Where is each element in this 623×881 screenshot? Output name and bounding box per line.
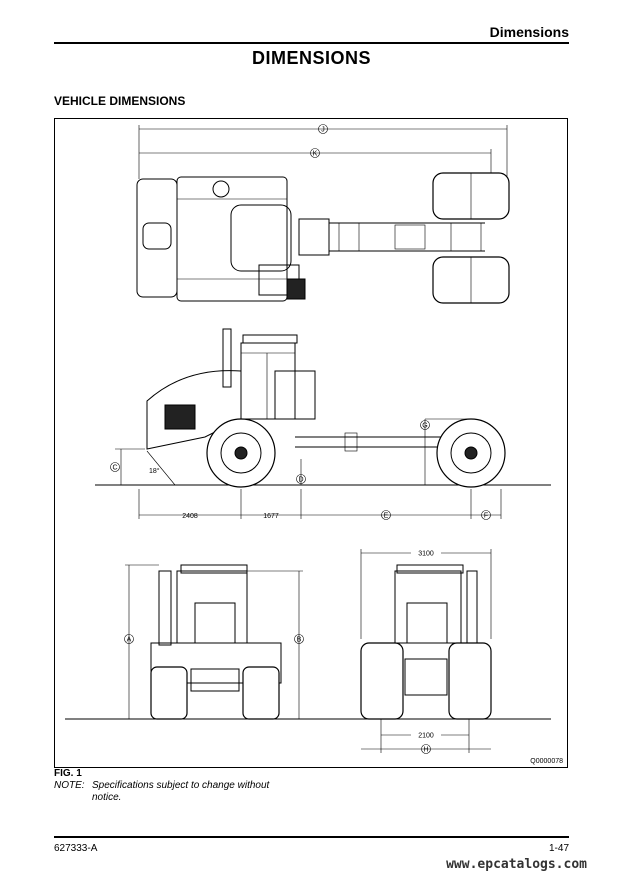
callout-e: E <box>384 513 389 520</box>
section-heading: VEHICLE DIMENSIONS <box>54 94 186 108</box>
figure-label: FIG. 1 <box>54 768 82 779</box>
note-label: NOTE: <box>54 780 85 791</box>
approach-angle: 18° <box>149 467 160 475</box>
side-view: C 18° D G 2408 1677 E F <box>95 328 551 520</box>
dim-2408: 2408 <box>182 513 198 520</box>
page-number: 1-47 <box>548 843 569 854</box>
dim-1677: 1677 <box>263 513 279 520</box>
callout-j: J <box>321 127 325 134</box>
watermark-url: www.epcatalogs.com <box>446 857 587 872</box>
callout-h: H <box>423 747 428 754</box>
callout-c: C <box>112 465 117 472</box>
top-view: J K <box>136 124 510 304</box>
header-rule <box>54 42 569 44</box>
callout-g: G <box>422 423 427 430</box>
doc-number: 627333-A <box>54 843 98 854</box>
callout-a: A <box>127 637 132 644</box>
dim-3100: 3100 <box>418 551 434 558</box>
figure-ref: Q0000078 <box>530 758 563 765</box>
rear-view: 3100 2100 H <box>360 549 492 754</box>
page-title: DIMENSIONS <box>251 48 371 68</box>
dim-2100: 2100 <box>418 733 434 740</box>
callout-k: K <box>313 151 318 158</box>
vehicle-dimensions-figure: J K <box>54 118 568 768</box>
note-line2: notice. <box>92 792 122 803</box>
callout-d: D <box>298 477 303 484</box>
footer-rule <box>54 836 569 838</box>
front-view: A B <box>65 564 551 720</box>
callout-f: F <box>484 513 488 520</box>
vehicle-drawing: J K <box>65 124 563 765</box>
note-line1: Specifications subject to change without <box>92 780 270 791</box>
header-section-title: Dimensions <box>489 24 569 40</box>
callout-b: B <box>297 637 302 644</box>
note: NOTE: Specifications subject to change wi… <box>54 780 314 804</box>
